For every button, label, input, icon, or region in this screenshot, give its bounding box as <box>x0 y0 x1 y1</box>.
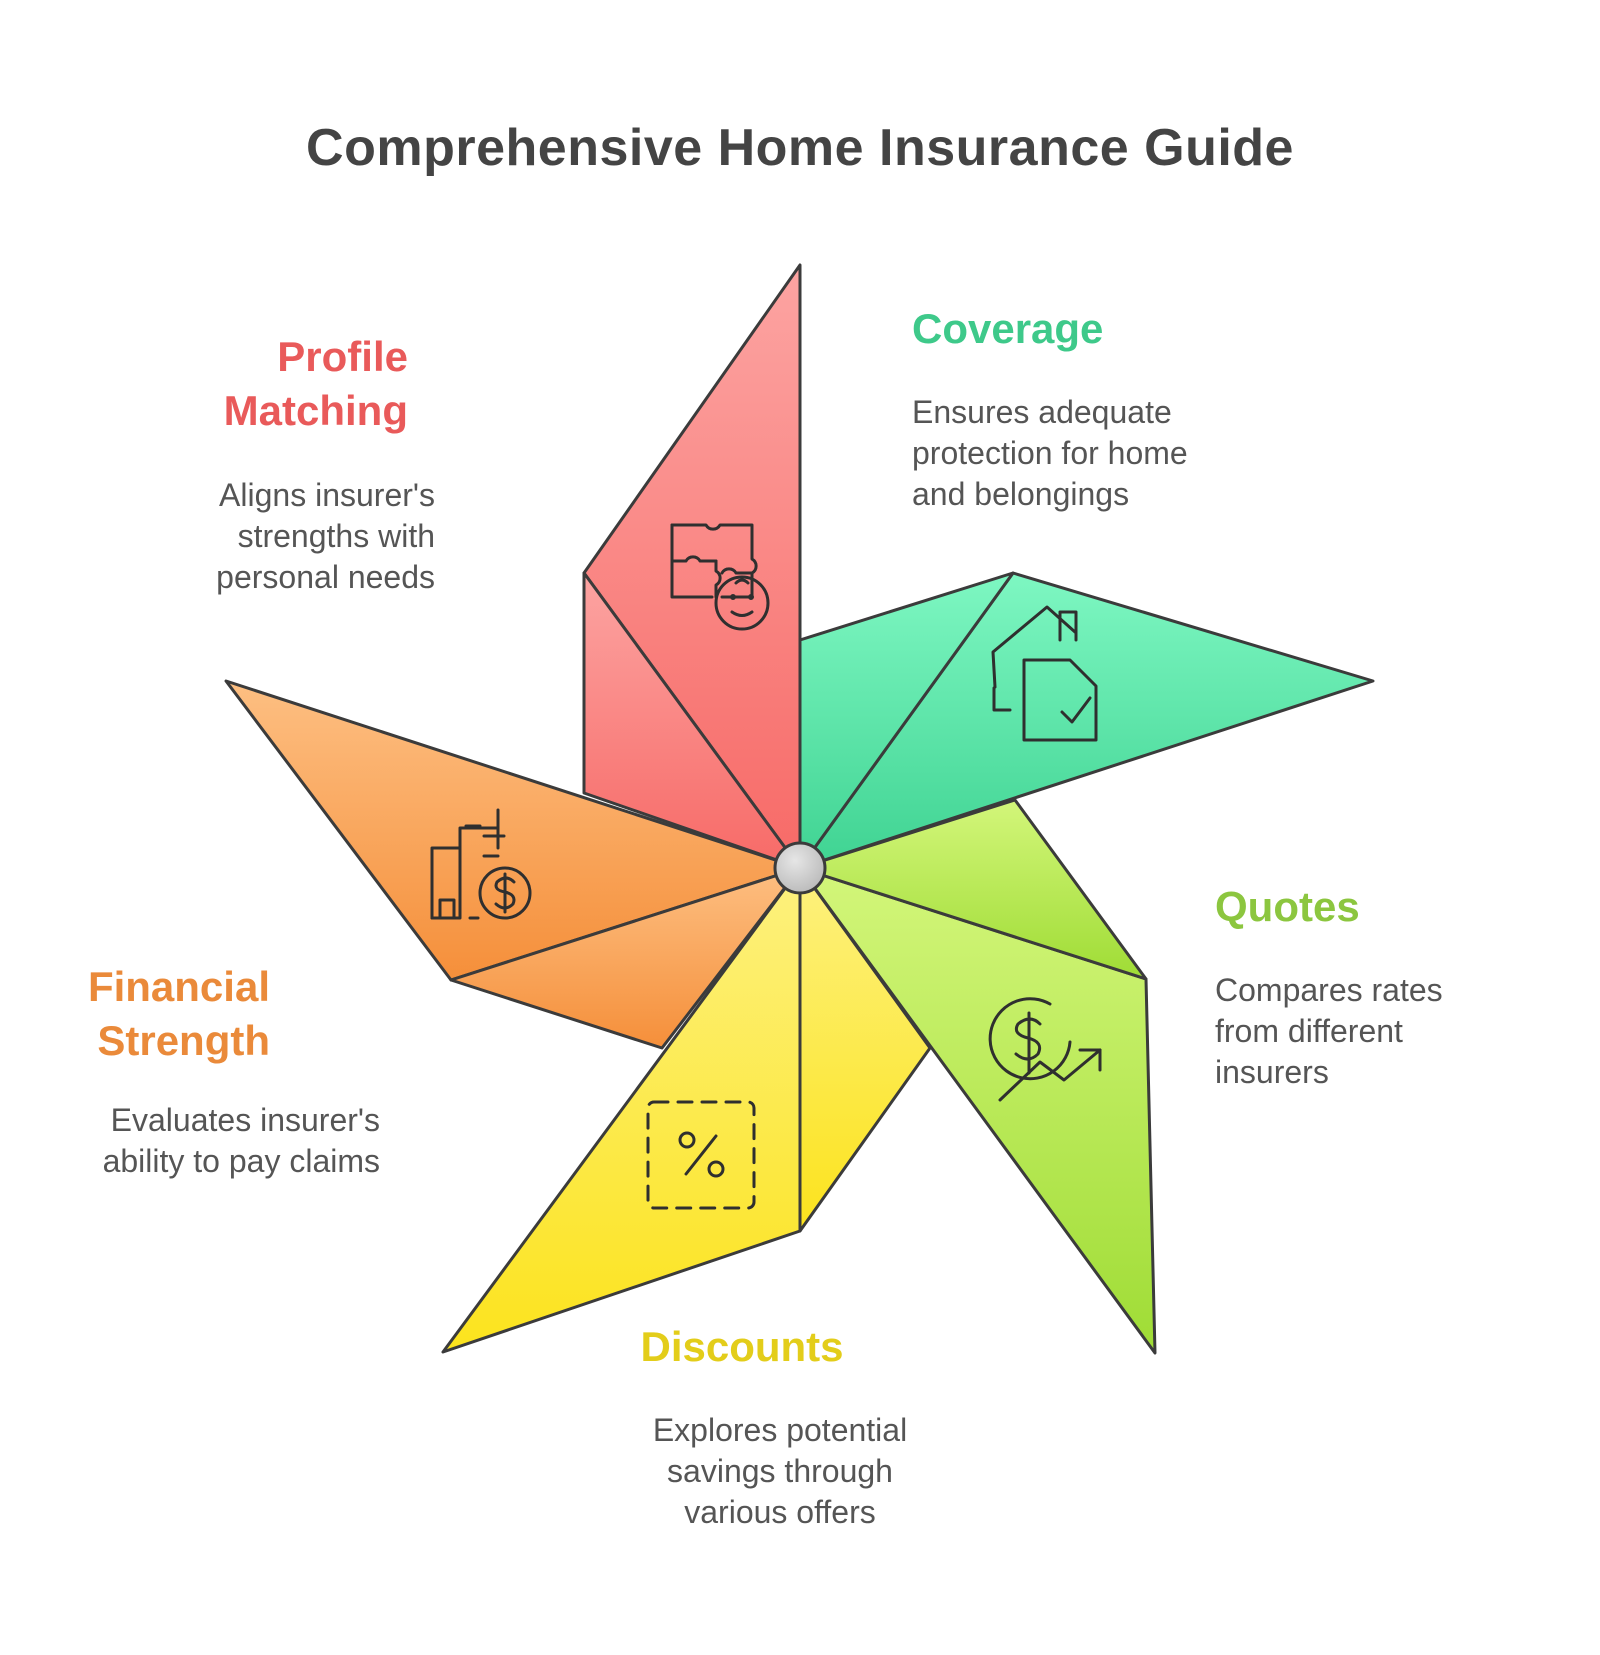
coverage-desc-line-2: protection for home <box>912 435 1188 471</box>
discounts-heading-line-1: Discounts <box>640 1323 844 1370</box>
segment-financial-strength <box>224 679 802 1050</box>
discounts-description: Explores potential savings through vario… <box>600 1410 960 1533</box>
profile-desc-line-1: Aligns insurer's <box>219 477 435 513</box>
quotes-heading-line-1: Quotes <box>1215 883 1360 930</box>
coverage-desc-line-3: and belongings <box>912 476 1130 512</box>
segment-discounts <box>441 866 932 1354</box>
profile-desc-line-3: personal needs <box>216 559 435 595</box>
profile-matching-description: Aligns insurer's strengths with personal… <box>120 475 435 598</box>
puzzle-face-icon <box>670 523 770 631</box>
diagram-title: Comprehensive Home Insurance Guide <box>306 119 1294 177</box>
percent-tag-icon <box>646 1100 756 1210</box>
discounts-heading: Discounts <box>592 1320 892 1374</box>
segment-coverage <box>798 571 1375 870</box>
financial-heading-line-2: Strength <box>97 1017 270 1064</box>
building-dollar-icon <box>430 808 532 920</box>
profile-heading-line-1: Profile <box>277 333 408 380</box>
financial-strength-heading: Financial Strength <box>40 960 270 1068</box>
financial-strength-description: Evaluates insurer's ability to pay claim… <box>40 1100 380 1182</box>
discounts-desc-line-2: savings through <box>667 1453 893 1489</box>
coverage-description: Ensures adequate protection for home and… <box>912 392 1332 515</box>
coverage-desc-line-1: Ensures adequate <box>912 394 1172 430</box>
financial-heading-line-1: Financial <box>87 963 270 1010</box>
segment-profile-matching <box>582 263 802 870</box>
financial-desc-line-2: ability to pay claims <box>102 1143 380 1179</box>
financial-desc-line-1: Evaluates insurer's <box>110 1102 380 1138</box>
discounts-desc-line-3: various offers <box>684 1494 876 1530</box>
quotes-desc-line-1: Compares rates <box>1215 972 1443 1008</box>
discounts-desc-line-1: Explores potential <box>652 1412 908 1448</box>
quotes-desc-line-2: from different <box>1215 1013 1403 1049</box>
center-hub <box>773 841 827 895</box>
quotes-description: Compares rates from different insurers <box>1215 970 1555 1093</box>
profile-matching-heading: Profile Matching <box>150 330 408 438</box>
coverage-heading: Coverage <box>912 302 1312 356</box>
profile-heading-line-2: Matching <box>223 387 408 434</box>
dollar-growth-arrow-icon <box>988 997 1102 1102</box>
coverage-heading-line-1: Coverage <box>912 305 1104 352</box>
quotes-heading: Quotes <box>1215 880 1515 934</box>
quotes-desc-line-3: insurers <box>1215 1054 1329 1090</box>
house-document-check-icon <box>991 605 1098 742</box>
profile-desc-line-2: strengths with <box>237 518 435 554</box>
